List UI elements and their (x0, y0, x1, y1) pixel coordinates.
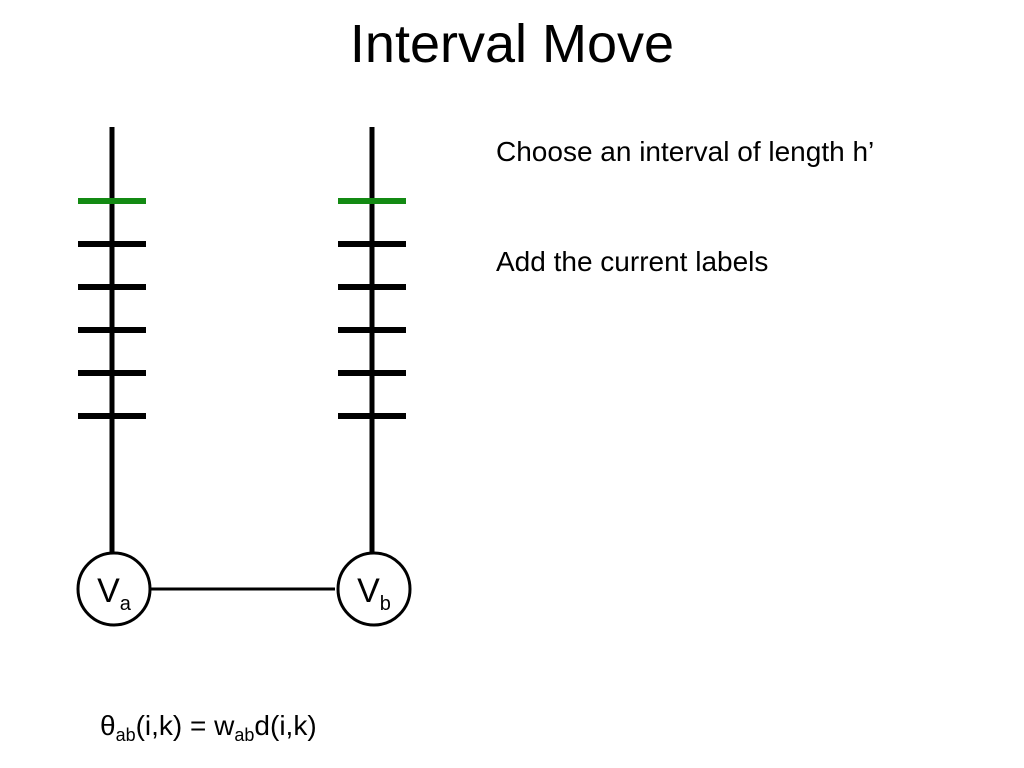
pairwise-potential-formula: θab(i,k) = wabd(i,k) (100, 710, 317, 746)
node-vb: Vb (336, 551, 412, 627)
node-va: Va (76, 551, 152, 627)
node-vb-circle (336, 551, 412, 627)
slide-title: Interval Move (349, 14, 675, 74)
formula-rhs: d(i,k) (254, 710, 317, 741)
formula-args: (i,k) = w (135, 710, 235, 741)
svg-text:Vb: Vb (357, 572, 391, 615)
node-vb-label: V (357, 572, 380, 610)
step-text-add-labels: Add the current labels (496, 246, 769, 277)
label-ticks-a (78, 198, 146, 419)
node-va-circle (76, 551, 152, 627)
step-text-choose-interval: Choose an interval of length h’ (496, 136, 875, 167)
node-va-subscript: a (120, 593, 132, 615)
node-va-label: V (97, 572, 120, 610)
label-ticks-b (338, 198, 406, 419)
formula-w-subscript: ab (234, 725, 255, 745)
formula-theta: θ (100, 710, 116, 741)
node-vb-subscript: b (380, 593, 391, 615)
formula-theta-subscript: ab (115, 725, 136, 745)
svg-text:Va: Va (97, 572, 132, 615)
